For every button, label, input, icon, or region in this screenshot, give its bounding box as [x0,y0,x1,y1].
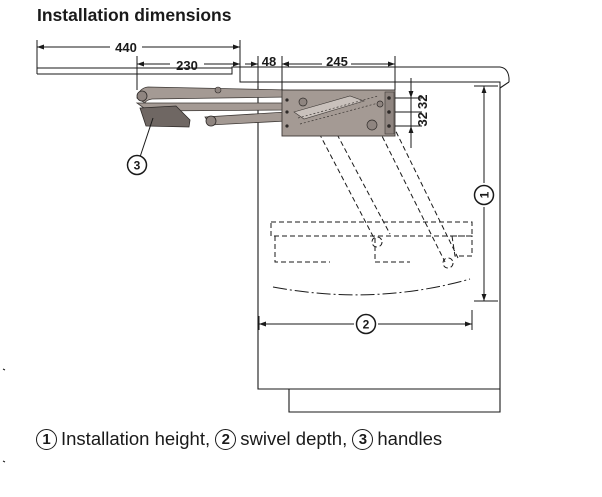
callout-3-label: 3 [134,159,141,173]
dimension-245 [282,56,396,90]
cabinet-top-panel [37,66,510,88]
edge-mark [2,368,6,371]
callout-3-circle [126,154,148,176]
legend-text-1: Installation height, [61,428,211,449]
dimension-32-32 [395,78,422,148]
legend-number-2: 2 [215,429,237,450]
callout-2-circle [355,313,377,335]
legend-text-3: handles [377,428,443,449]
callout-1-label: 1 [478,191,492,198]
callout-2-label: 2 [363,318,370,332]
dim-230-label: 230 [176,58,198,73]
dim-48-label: 48 [262,54,276,69]
swivel-arc [272,278,471,296]
dimension-installation-height [474,85,498,302]
dim-32b-label: 32 [415,95,430,109]
handle-icon [139,105,191,128]
dim-440-label: 440 [115,40,137,55]
dimension-swivel-depth [258,310,473,330]
edge-mark [2,460,6,463]
dimension-230 [136,56,240,90]
dim-32a-label: 32 [415,112,430,126]
dim-245-label: 245 [326,54,348,69]
callout-3-leader [139,117,154,158]
legend-number-1: 1 [36,429,57,450]
cabinet-body [257,81,510,413]
callout-1-circle [473,184,495,206]
diagram-title: Installation dimensions [37,5,232,25]
door-swivel-outline [270,221,473,263]
legend-text-2: swivel depth, [240,428,348,449]
dimension-440 [36,40,241,74]
lift-mechanism [135,86,396,137]
legend-number-3: 3 [352,429,374,450]
